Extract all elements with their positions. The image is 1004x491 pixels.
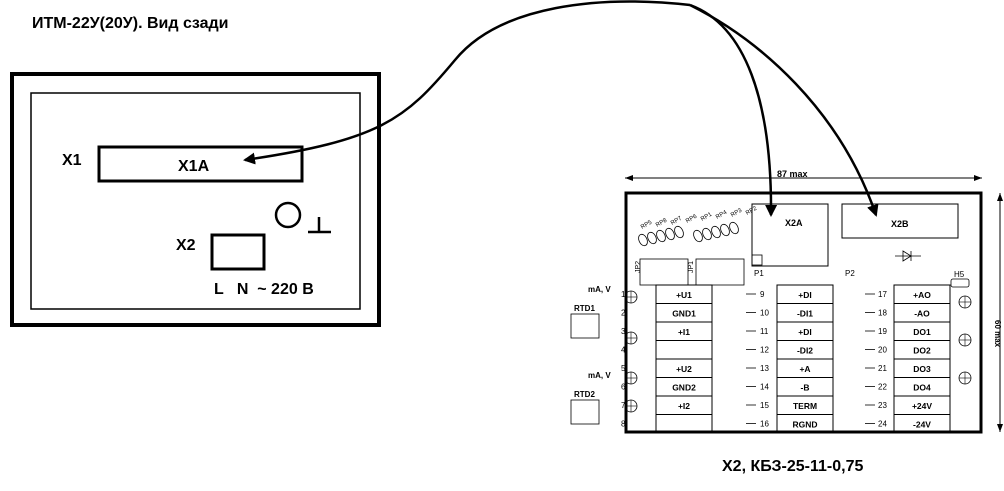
terminal-number: 24 [878,420,887,429]
x2a-connector [751,203,829,267]
power-label: L N ~ 220 B [214,281,314,298]
x2a-label: X2A [785,218,803,228]
terminal-label: RGND [792,420,817,430]
x2b-label: X2B [891,219,909,229]
rtd2-sensor [570,399,600,425]
rp-label: RP8 [655,217,669,228]
terminal-label: DO4 [913,383,931,393]
terminal-box [655,414,713,434]
mounting-holes [624,290,972,413]
terminal-label: +DI [798,290,811,300]
terminal-number: 2 [621,309,626,318]
device-rear-view: X1 X1A X2 L N ~ 220 B [10,72,381,327]
rtd1-sensor [570,313,600,339]
terminal-label: +A [799,364,810,374]
terminal-number: 3 [621,327,626,336]
rp-label: RP3 [730,207,744,218]
terminal-number: 23 [878,401,887,410]
terminal-label: DO1 [913,327,931,337]
terminal-label: GND2 [672,383,696,393]
terminal-number: 9 [760,290,765,299]
terminal-number: 11 [760,327,769,336]
rtd1-label: RTD1 [574,304,595,313]
terminal-label: DO2 [913,346,931,356]
width-dimension: 87 max [777,169,808,179]
terminal-box [655,340,713,360]
jp1-jumper [695,258,745,286]
terminal-box [776,414,834,434]
terminal-number: 4 [621,346,626,355]
terminal-box [893,414,951,434]
terminal-number: 8 [621,420,626,429]
rp-label: RP1 [700,211,714,222]
board-caption: X2, КБЗ-25-11-0,75 [722,458,863,475]
rtd2-label: RTD2 [574,390,595,399]
x1a-connector [97,145,304,183]
jp2-label: JP2 [635,261,642,273]
ground-icon [274,201,331,234]
terminal-number: 14 [760,383,769,392]
terminal-label: +U2 [676,364,692,374]
x2-connector [210,233,266,271]
x1-label: X1 [62,152,82,169]
terminal-label: +DI [798,327,811,337]
terminal-number: 20 [878,346,887,355]
terminal-number: 5 [621,364,626,373]
terminal-number: 13 [760,364,769,373]
rp-label: RP5 [640,219,654,230]
x2b-connector [841,203,959,239]
terminal-number: 1 [621,290,626,299]
diagram-title: ИТМ-22У(20У). Вид сзади [32,15,229,32]
terminal-label: +U1 [676,290,692,300]
terminal-label: +I2 [678,401,690,411]
terminal-number: 6 [621,383,626,392]
height-dimension: 60 max [993,320,1002,348]
terminal-label: -B [801,383,810,393]
p1-label: P1 [754,269,764,278]
led-icon [895,250,921,262]
terminal-number: 21 [878,364,887,373]
terminal-number: 19 [878,327,887,336]
terminal-label: -24V [913,420,931,430]
jp1-label: JP1 [688,261,695,273]
rp-label: RP4 [715,209,729,220]
terminal-label: DO3 [913,364,931,374]
terminal-number: 10 [760,309,769,318]
terminal-label: +24V [912,401,932,411]
p2-label: P2 [845,269,855,278]
terminal-number: 18 [878,309,887,318]
terminal-label: -DI2 [797,346,813,356]
terminal-label: TERM [793,401,817,411]
terminal-number: 16 [760,420,769,429]
cable [243,0,879,217]
terminal-label: +AO [913,290,931,300]
terminal-label: -DI1 [797,309,813,319]
terminal-label: +I1 [678,327,690,337]
rp-label: RP6 [685,213,699,224]
h5-label: H5 [954,270,965,279]
terminal-number: 7 [621,401,626,410]
terminal-number: 17 [878,290,887,299]
terminal-label: -AO [914,309,930,319]
terminal-number: 12 [760,346,769,355]
terminal-number: 15 [760,401,769,410]
x1a-label: X1A [178,158,210,175]
rp-label: RP2 [745,205,759,216]
jp2-jumper [639,258,689,286]
terminal-label: GND1 [672,309,696,319]
ma-v-label-2: mA, V [588,371,611,380]
rp-label: RP7 [670,215,684,226]
terminal-number: 22 [878,383,887,392]
ma-v-label-1: mA, V [588,285,611,294]
x2-label: X2 [176,237,196,254]
